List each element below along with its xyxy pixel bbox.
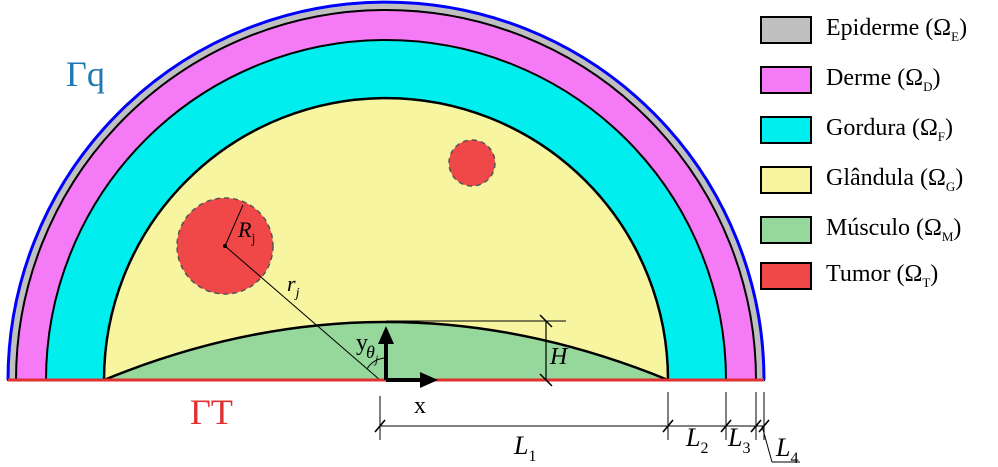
legend-item-musculo: Músculo (ΩM)	[760, 210, 961, 250]
legend-item-gordura: Gordura (ΩF)	[760, 110, 953, 150]
dim-label-L1: L1	[513, 431, 536, 465]
dim-label-L2: L2	[685, 423, 708, 457]
y-axis-label: y	[356, 330, 368, 356]
tumor-distance-label: rj	[287, 271, 300, 301]
x-axis-label: x	[414, 393, 426, 419]
flux-boundary-label: Γq	[66, 54, 105, 94]
tumor-small	[448, 139, 496, 187]
flux-boundary	[6, 0, 766, 381]
dim-label-L3: L3	[727, 423, 750, 457]
tumor-distance-line	[224, 245, 381, 381]
legend-item-derme: Derme (ΩD)	[760, 60, 941, 100]
glandula-layer	[102, 96, 670, 382]
legend-item-epiderme: Epiderme (ΩE)	[760, 10, 967, 50]
x-axis-arrowhead	[420, 372, 438, 388]
temp-boundary-label: ΓT	[190, 392, 233, 432]
legend-label: Derme (ΩD)	[826, 65, 941, 94]
dim-label-L4: L4	[775, 433, 798, 467]
legend-label: Glândula (ΩG)	[826, 165, 964, 194]
legend-label: Músculo (ΩM)	[826, 215, 962, 244]
angle-label: θj	[366, 342, 379, 366]
tumor-radius-label: Rj	[237, 217, 255, 247]
y-axis-arrowhead	[378, 326, 394, 344]
legend-swatch	[760, 66, 812, 94]
legend-label: Gordura (ΩF)	[826, 115, 954, 144]
legend-item-glandula: Glândula (ΩG)	[760, 160, 963, 200]
legend-swatch	[760, 16, 812, 44]
legend-label: Epiderme (ΩE)	[826, 15, 968, 44]
height-label: H	[549, 344, 569, 370]
legend-item-tumor: Tumor (ΩT)	[760, 256, 938, 296]
height-tick-bottom	[539, 373, 553, 387]
legend-label: Tumor (ΩT)	[826, 261, 939, 290]
legend-swatch	[760, 116, 812, 144]
legend-swatch	[760, 262, 812, 290]
tumor-radius-line	[224, 204, 244, 247]
dimension-lines	[379, 392, 800, 463]
legend-swatch	[760, 166, 812, 194]
height-tick-top	[539, 314, 553, 328]
legend-swatch	[760, 216, 812, 244]
dimension-ticks	[374, 419, 770, 433]
